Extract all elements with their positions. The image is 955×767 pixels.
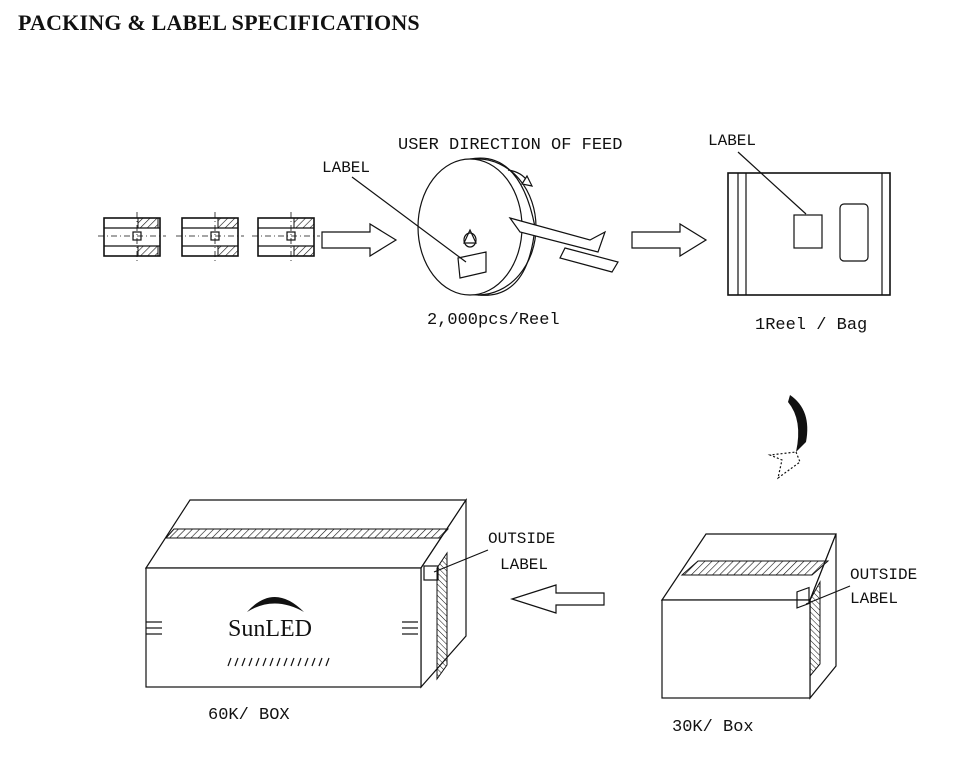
big-box-outside-label-2: LABEL <box>500 556 549 574</box>
reel-label-text: LABEL <box>322 159 371 177</box>
component-3 <box>252 212 320 262</box>
small-box-outside-label-2: LABEL <box>850 590 899 608</box>
component-1 <box>98 212 166 262</box>
brand-logo-arc <box>247 597 304 612</box>
reel-label-box <box>457 251 487 279</box>
arrow-right-icon <box>631 222 708 258</box>
big-box-quantity: 60K/ BOX <box>208 706 290 725</box>
page-title: PACKING & LABEL SPECIFICATIONS <box>18 10 420 35</box>
big-box <box>144 498 468 689</box>
reel <box>417 157 619 296</box>
box-marks <box>227 657 330 667</box>
small-box-quantity: 30K/ Box <box>672 718 754 737</box>
small-box-outside-label-1: OUTSIDE <box>850 566 918 584</box>
bag <box>727 172 891 296</box>
small-box-label-leader <box>805 585 851 605</box>
big-box-label-leader <box>433 549 489 573</box>
bag-quantity: 1Reel / Bag <box>755 316 868 335</box>
brand-name: SunLED <box>228 616 312 642</box>
reel-label-leader <box>351 176 467 263</box>
reel-quantity: 2,000pcs/Reel <box>427 311 560 330</box>
bag-label-text: LABEL <box>708 132 757 150</box>
bag-label-leader <box>737 151 807 215</box>
arrow-right-icon <box>321 222 398 258</box>
curved-arrow-down-icon <box>767 395 808 480</box>
feed-direction-label: USER DIRECTION OF FEED <box>398 136 623 155</box>
big-box-outside-label-1: OUTSIDE <box>488 530 556 548</box>
component-2 <box>176 212 244 262</box>
arrow-left-icon <box>510 584 605 614</box>
small-box <box>660 533 837 700</box>
